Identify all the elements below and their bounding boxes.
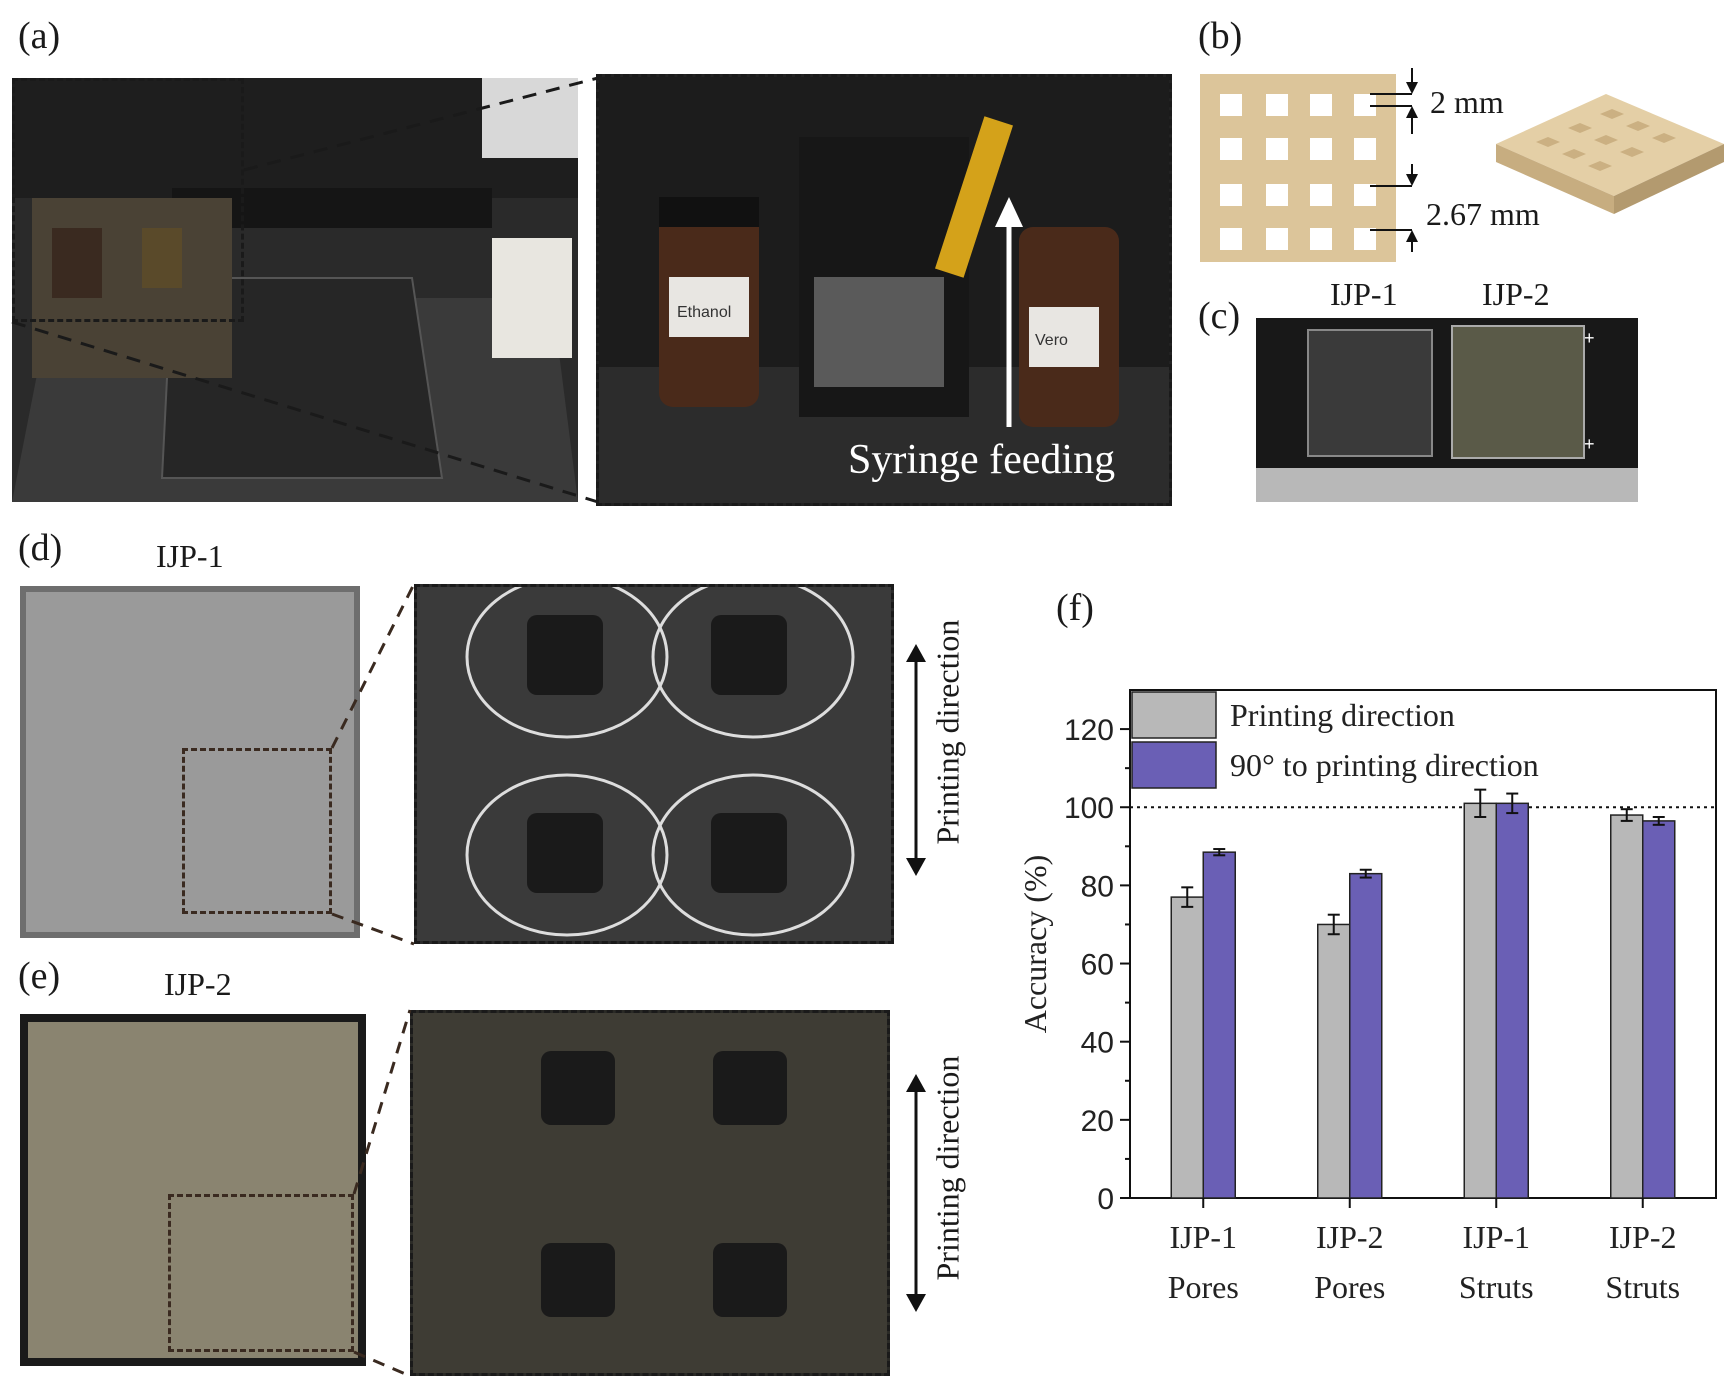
panel-e-label: (e) xyxy=(18,955,61,997)
scaffold-2d-schematic xyxy=(1200,74,1396,262)
y-tick-label: 20 xyxy=(1081,1105,1114,1138)
pore-size-label: 2 mm xyxy=(1430,84,1504,120)
y-tick-label: 60 xyxy=(1081,949,1114,982)
ijp2-zoom-box xyxy=(168,1194,354,1352)
bar xyxy=(1610,814,1644,1199)
y-tick-label: 120 xyxy=(1064,714,1114,747)
printed-samples-photo: + + xyxy=(1256,318,1638,502)
ijp1-zoom-box xyxy=(182,748,332,914)
svg-text:+: + xyxy=(1584,328,1595,348)
panel-a-label: (a) xyxy=(18,15,61,57)
x-tick-label-line1: IJP-2 xyxy=(1609,1219,1677,1255)
y-tick-label: 100 xyxy=(1064,792,1114,825)
panel-c-label: (c) xyxy=(1198,295,1241,337)
pitch-label: 2.67 mm xyxy=(1426,196,1540,232)
legend-label: 90° to printing direction xyxy=(1230,747,1539,783)
bar xyxy=(1317,923,1351,1199)
panel-b-label: (b) xyxy=(1198,15,1243,57)
bar xyxy=(1495,802,1529,1199)
x-tick-label-line1: IJP-2 xyxy=(1316,1219,1384,1255)
sample2-label: IJP-2 xyxy=(1482,276,1550,312)
panel-e-title: IJP-2 xyxy=(164,966,232,1002)
bar xyxy=(1170,896,1204,1199)
y-tick-label: 0 xyxy=(1097,1183,1114,1216)
y-tick-label: 40 xyxy=(1081,1027,1114,1060)
bar xyxy=(1463,802,1497,1199)
x-tick-label-line2: Pores xyxy=(1314,1269,1385,1305)
legend-swatch xyxy=(1131,691,1217,739)
ijp1-scaffold-photo xyxy=(20,586,360,938)
dimension-arrows xyxy=(1370,68,1418,252)
legend-label: Printing direction xyxy=(1230,697,1455,733)
ijp2-scaffold-photo xyxy=(20,1014,366,1366)
ijp1-zoom-photo xyxy=(414,584,894,944)
bar xyxy=(1642,820,1676,1199)
svg-text:+: + xyxy=(1584,434,1595,454)
bar xyxy=(1349,872,1383,1199)
y-tick-label: 80 xyxy=(1081,870,1114,903)
bottle-left-label: Ethanol xyxy=(677,304,731,321)
panel-d-label: (d) xyxy=(18,527,63,569)
x-tick-label-line1: IJP-1 xyxy=(1169,1219,1237,1255)
x-tick-label-line1: IJP-1 xyxy=(1462,1219,1530,1255)
printhead-photo: Ethanol Vero xyxy=(596,74,1172,506)
x-tick-label-line2: Pores xyxy=(1168,1269,1239,1305)
bottle-right-label: Vero xyxy=(1035,332,1068,349)
printer-zoom-box xyxy=(12,78,244,322)
x-tick-label-line2: Struts xyxy=(1459,1269,1534,1305)
y-axis-label: Accuracy (%) xyxy=(1017,855,1053,1034)
x-tick-label-line2: Struts xyxy=(1605,1269,1680,1305)
bar xyxy=(1202,851,1236,1199)
ijp2-zoom-photo xyxy=(410,1010,890,1376)
syringe-feeding-label: Syringe feeding xyxy=(848,437,1116,483)
scaffold-3d-render xyxy=(1496,94,1724,214)
panel-d-title: IJP-1 xyxy=(156,538,224,574)
panel-f-label: (f) xyxy=(1056,587,1094,629)
sample1-label: IJP-1 xyxy=(1330,276,1398,312)
legend-swatch xyxy=(1131,741,1217,789)
